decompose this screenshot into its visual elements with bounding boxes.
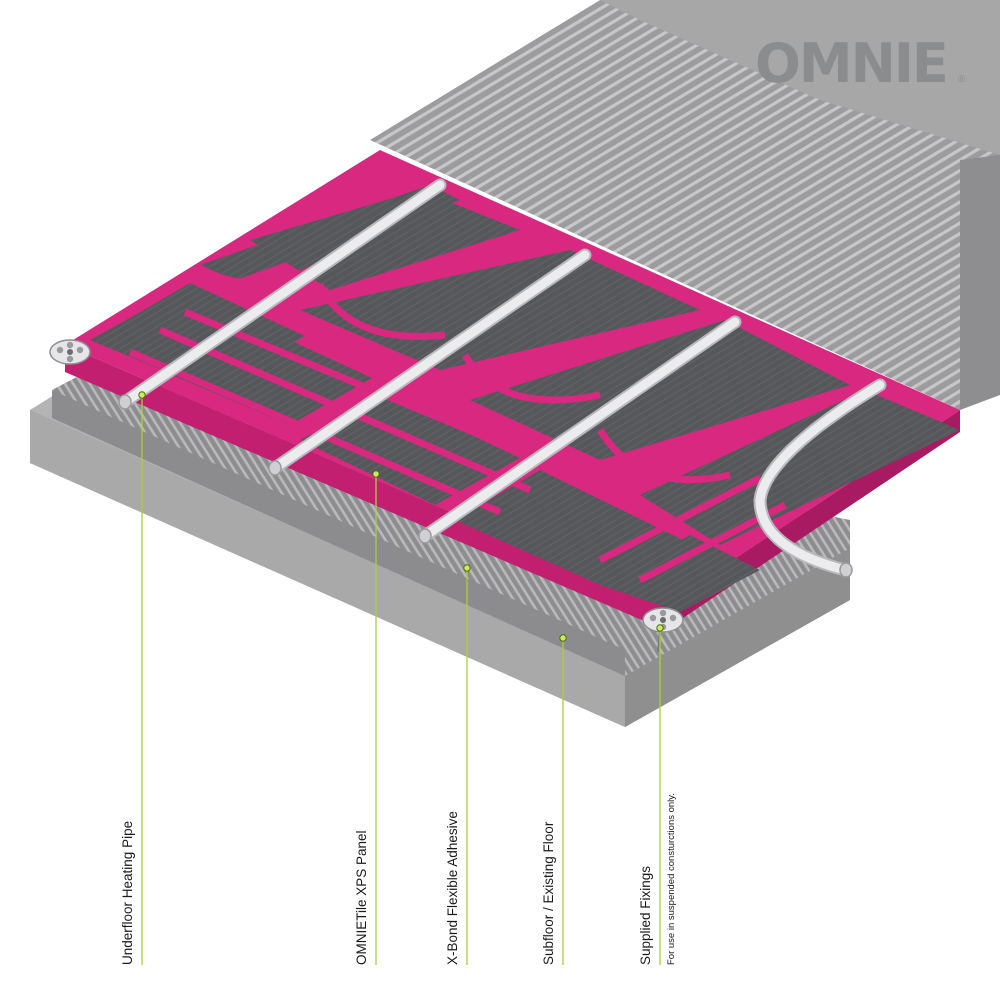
fixing-washer-right bbox=[642, 607, 684, 653]
marker-panel bbox=[372, 470, 380, 478]
callout-labels: Underfloor Heating Pipe OMNIETile XPS Pa… bbox=[120, 793, 677, 965]
marker-pipe bbox=[138, 391, 146, 399]
fixing-washer-left bbox=[49, 339, 91, 365]
tile-surface bbox=[370, 0, 1000, 410]
note-supplied-fixings: For use in suspended consturctions only. bbox=[666, 793, 677, 965]
label-x-bond-flexible-adhesive: X-Bond Flexible Adhesive bbox=[445, 811, 460, 965]
marker-adhesive bbox=[463, 564, 471, 572]
label-underfloor-heating-pipe: Underfloor Heating Pipe bbox=[120, 821, 135, 965]
brand-registered-mark: ® bbox=[958, 74, 966, 85]
brand-logo: OMNIE ® bbox=[755, 32, 966, 95]
brand-name: OMNIE bbox=[755, 32, 947, 95]
label-supplied-fixings: Supplied Fixings bbox=[638, 866, 653, 965]
marker-fixings bbox=[656, 624, 664, 632]
label-subfloor-existing-floor: Subfloor / Existing Floor bbox=[541, 821, 556, 965]
leader-markers bbox=[138, 391, 664, 642]
heating-pipes bbox=[118, 178, 887, 578]
marker-subfloor bbox=[559, 634, 567, 642]
panel-channels bbox=[128, 261, 787, 584]
label-omnietile-xps-panel: OMNIETile XPS Panel bbox=[354, 830, 369, 965]
leader-lines bbox=[141, 395, 661, 965]
